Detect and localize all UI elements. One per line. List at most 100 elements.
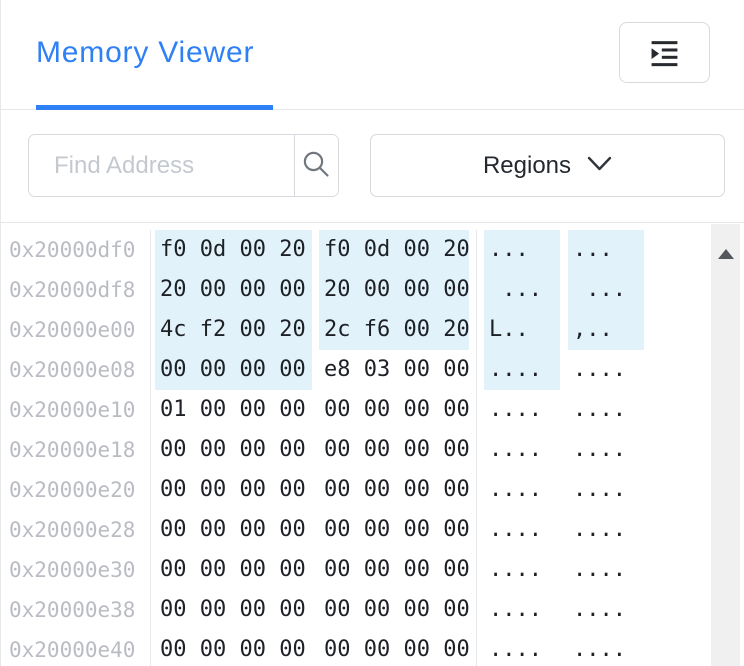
ascii-section: ... ... [477, 230, 744, 270]
hex-word-cell[interactable]: 00 00 00 00 [160, 437, 306, 462]
hex-word-cell[interactable]: 20 00 00 00 [155, 270, 312, 310]
hex-word-cell[interactable]: 00 00 00 00 [324, 397, 470, 422]
ascii-word-cell[interactable]: ,.. [568, 310, 644, 350]
hex-word-cell[interactable]: 01 00 00 00 [160, 397, 306, 422]
search-divider [294, 135, 295, 196]
ascii-word-cell[interactable]: .... [573, 477, 626, 502]
hex-word-cell[interactable]: 4c f2 00 20 [155, 310, 312, 350]
find-address-input[interactable] [29, 135, 295, 196]
ascii-word-cell[interactable]: .... [573, 557, 626, 582]
find-address-group [28, 134, 339, 197]
hex-word-cell[interactable]: 00 00 00 00 [324, 517, 470, 542]
memory-row: 0x20000e20 00 00 00 00 00 00 00 00........ [1, 470, 744, 510]
hex-word-cell[interactable]: 2c f6 00 20 [319, 310, 470, 350]
ascii-word-cell[interactable]: .... [489, 397, 542, 422]
hex-word-cell[interactable]: 00 00 00 00 [324, 437, 470, 462]
hex-word-cell[interactable]: 00 00 00 00 [160, 597, 306, 622]
search-button[interactable] [294, 135, 338, 196]
ascii-word-cell[interactable]: .... [484, 350, 560, 390]
hex-word-cell[interactable]: 00 00 00 00 [324, 477, 470, 502]
regions-label: Regions [482, 151, 572, 179]
regions-dropdown-button[interactable]: Regions [370, 134, 725, 197]
ascii-word-cell[interactable]: .... [489, 437, 542, 462]
hex-word-cell[interactable]: 00 00 00 00 [324, 557, 470, 582]
active-tab-indicator [36, 105, 273, 110]
ascii-word-cell[interactable]: .... [489, 637, 542, 662]
ascii-word-cell[interactable]: ... [484, 230, 560, 270]
hex-word-cell[interactable]: 00 00 00 00 [160, 477, 306, 502]
ascii-section: L.. ,.. [477, 310, 744, 350]
hex-section: 00 00 00 00 00 00 00 00 [151, 430, 477, 470]
ascii-word-cell[interactable]: .... [573, 357, 626, 382]
address-label: 0x20000df8 [1, 270, 151, 310]
tab-memory-viewer[interactable]: Memory Viewer [36, 36, 255, 69]
ascii-section: ........ [477, 510, 744, 550]
memory-row: 0x20000e28 00 00 00 00 00 00 00 00........ [1, 510, 744, 550]
ascii-section: ........ [477, 630, 744, 666]
hex-word-cell[interactable]: f0 0d 00 20 [155, 230, 312, 270]
memory-row: 0x20000e38 00 00 00 00 00 00 00 00........ [1, 590, 744, 630]
panel-menu-button[interactable] [619, 22, 710, 83]
address-label: 0x20000e30 [1, 550, 151, 590]
address-label: 0x20000e00 [1, 310, 151, 350]
ascii-word-cell[interactable]: .... [573, 397, 626, 422]
ascii-word-cell[interactable]: ... [568, 230, 644, 270]
hex-section: 00 00 00 00 e8 03 00 00 [151, 350, 477, 390]
memory-row: 0x20000e30 00 00 00 00 00 00 00 00........ [1, 550, 744, 590]
ascii-word-cell[interactable]: .... [489, 557, 542, 582]
ascii-section: ........ [477, 350, 744, 390]
ascii-word-cell[interactable]: ... [484, 270, 560, 310]
chevron-down-icon [587, 156, 612, 175]
ascii-section: ........ [477, 590, 744, 630]
hex-word-cell[interactable]: f0 0d 00 20 [319, 230, 470, 270]
indent-increase-icon [649, 39, 680, 67]
address-label: 0x20000e08 [1, 350, 151, 390]
hex-word-cell[interactable]: e8 03 00 00 [324, 357, 470, 382]
address-label: 0x20000e20 [1, 470, 151, 510]
ascii-word-cell[interactable]: .... [573, 637, 626, 662]
memory-row: 0x20000e18 00 00 00 00 00 00 00 00........ [1, 430, 744, 470]
search-icon [301, 149, 331, 182]
hex-word-cell[interactable]: 00 00 00 00 [324, 597, 470, 622]
hex-word-cell[interactable]: 20 00 00 00 [319, 270, 470, 310]
address-label: 0x20000e28 [1, 510, 151, 550]
hex-section: 00 00 00 00 00 00 00 00 [151, 590, 477, 630]
hex-section: 01 00 00 00 00 00 00 00 [151, 390, 477, 430]
hex-section: 00 00 00 00 00 00 00 00 [151, 470, 477, 510]
ascii-word-cell[interactable]: .... [573, 517, 626, 542]
ascii-word-cell[interactable]: .... [489, 477, 542, 502]
ascii-word-cell[interactable]: .... [489, 517, 542, 542]
hex-word-cell[interactable]: 00 00 00 00 [160, 517, 306, 542]
address-label: 0x20000e38 [1, 590, 151, 630]
hex-word-cell[interactable]: 00 00 00 00 [324, 637, 470, 662]
ascii-section: ........ [477, 550, 744, 590]
vertical-scrollbar[interactable] [711, 224, 740, 666]
hex-section: 00 00 00 00 00 00 00 00 [151, 630, 477, 666]
ascii-word-cell[interactable]: .... [573, 437, 626, 462]
ascii-word-cell[interactable]: .... [489, 597, 542, 622]
scroll-up-button[interactable] [711, 224, 740, 262]
hex-word-cell[interactable]: 00 00 00 00 [160, 637, 306, 662]
ascii-word-cell[interactable]: L.. [484, 310, 560, 350]
hex-word-cell[interactable]: 00 00 00 00 [160, 557, 306, 582]
ascii-word-cell[interactable]: ... [568, 270, 644, 310]
ascii-word-cell[interactable]: .... [573, 597, 626, 622]
panel-header: Memory Viewer [1, 0, 744, 110]
address-label: 0x20000e18 [1, 430, 151, 470]
hex-section: 00 00 00 00 00 00 00 00 [151, 510, 477, 550]
ascii-section: ........ [477, 470, 744, 510]
ascii-section: ........ [477, 430, 744, 470]
hex-word-cell[interactable]: 00 00 00 00 [155, 350, 312, 390]
hex-section: 00 00 00 00 00 00 00 00 [151, 550, 477, 590]
